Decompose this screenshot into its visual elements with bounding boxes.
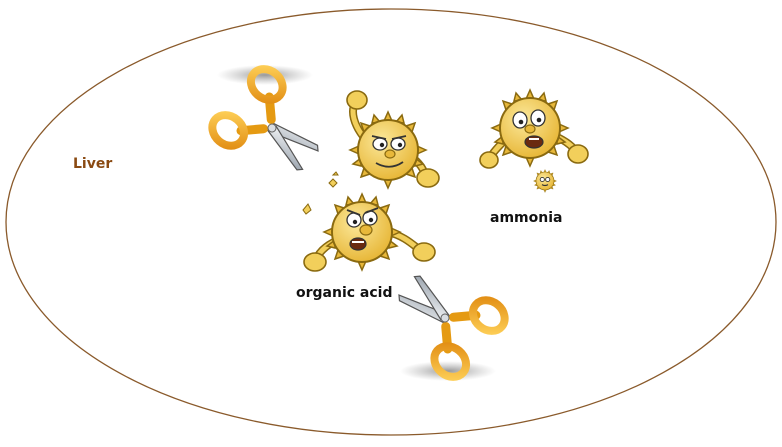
ammonia-label: ammonia [490, 210, 562, 226]
organic-acid-label: organic acid [296, 285, 393, 301]
germ-icon-small [534, 170, 557, 193]
liver-label: Liver [73, 156, 112, 172]
